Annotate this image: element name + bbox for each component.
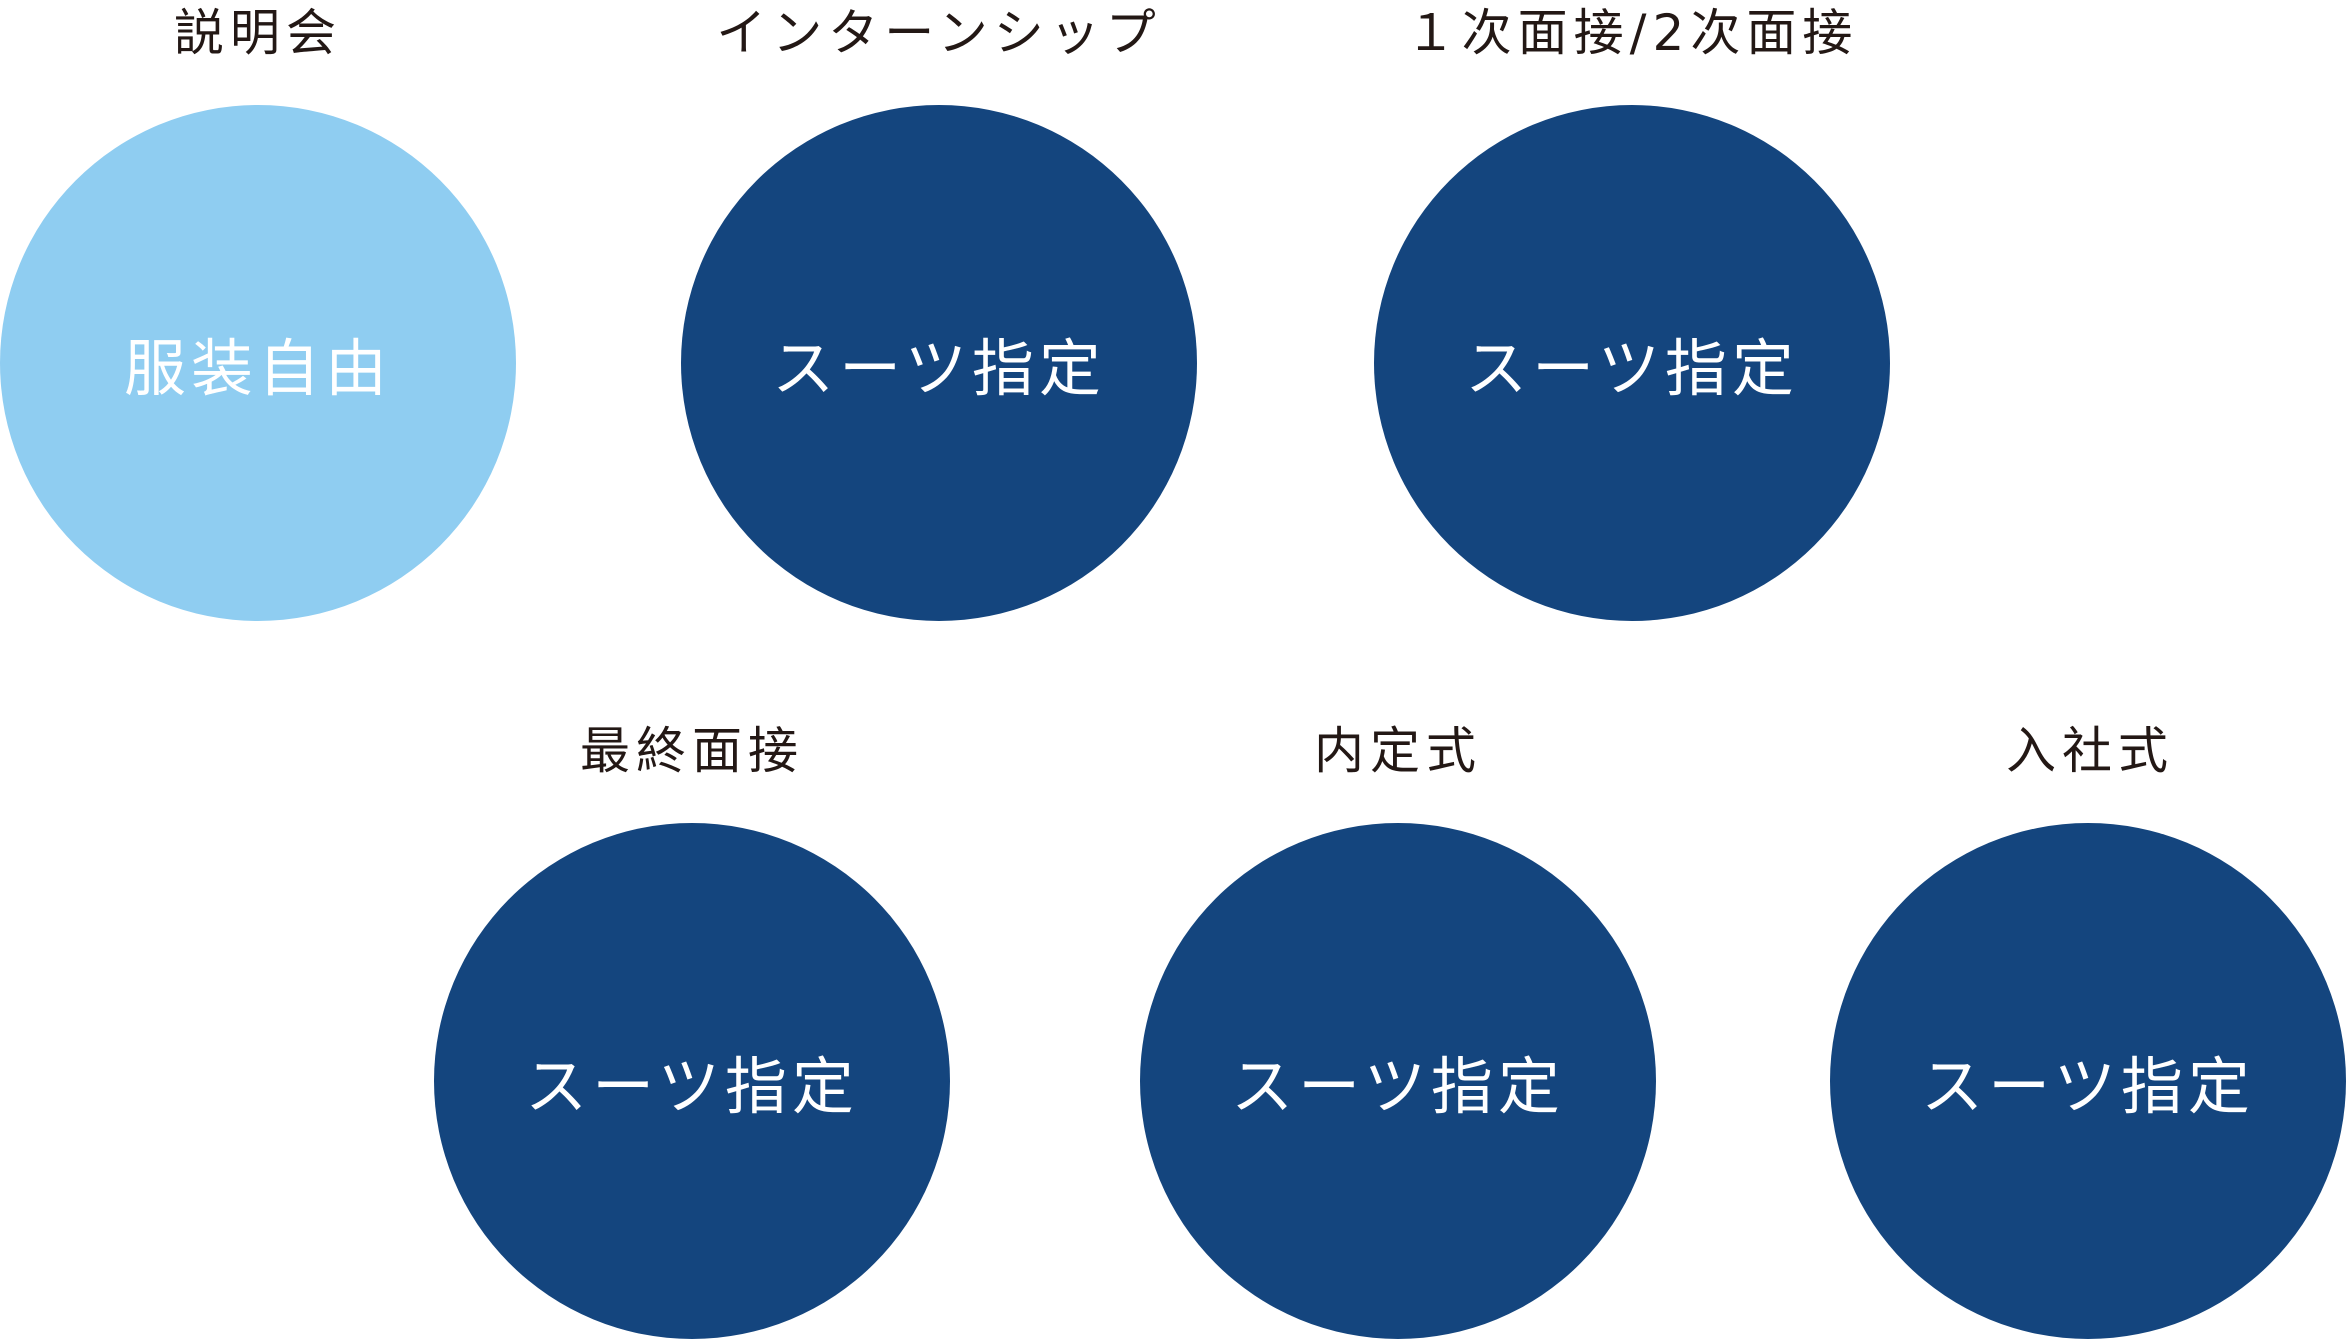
dress-circle-offer-ceremony: スーツ指定 (1140, 823, 1656, 1339)
stage-title-internship: インターンシップ (716, 4, 1162, 62)
dress-circle-internship: スーツ指定 (681, 105, 1197, 621)
stage-title-offer-ceremony: 内定式 (1314, 722, 1482, 780)
stage-title-briefing: 説明会 (174, 4, 342, 62)
dress-label-first-second-interview: スーツ指定 (1465, 332, 1799, 405)
dress-circle-entrance-ceremony: スーツ指定 (1830, 823, 2346, 1339)
stage-title-final-interview: 最終面接 (580, 722, 804, 780)
stage-title-first-second-interview: １次面接/2次面接 (1405, 4, 1859, 62)
dress-label-briefing: 服装自由 (123, 332, 392, 405)
dress-label-entrance-ceremony: スーツ指定 (1921, 1050, 2255, 1123)
dress-circle-final-interview: スーツ指定 (434, 823, 950, 1339)
dress-label-final-interview: スーツ指定 (525, 1050, 859, 1123)
dress-circle-first-second-interview: スーツ指定 (1374, 105, 1890, 621)
stage-title-entrance-ceremony: 入社式 (2006, 722, 2174, 780)
dress-label-offer-ceremony: スーツ指定 (1231, 1050, 1565, 1123)
dress-circle-briefing: 服装自由 (0, 105, 516, 621)
dress-label-internship: スーツ指定 (772, 332, 1106, 405)
